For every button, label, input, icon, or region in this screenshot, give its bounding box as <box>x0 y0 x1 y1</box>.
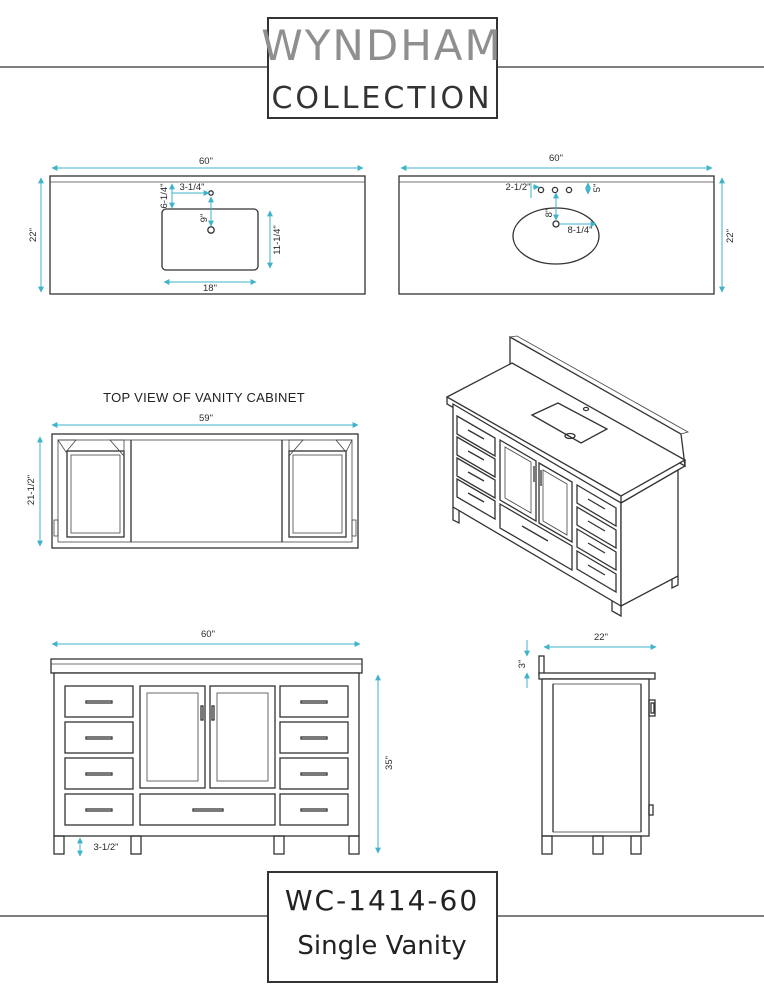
dim-front-width: 60" <box>201 629 215 640</box>
caption-top-view: TOP VIEW OF VANITY CABINET <box>103 390 305 405</box>
dim-faucet-setback: 5" <box>592 184 603 193</box>
dim-rect-sink-depth: 11-1/4" <box>272 225 283 255</box>
brand-line2: COLLECTION <box>271 81 492 116</box>
model-subtitle: Single Vanity <box>297 931 466 961</box>
brand-logo: WYNDHAM COLLECTION <box>0 17 764 119</box>
dim-top-oval-width: 60" <box>549 153 563 164</box>
dim-side-top-thickness: 3" <box>517 660 528 669</box>
dim-oval-drain: 8" <box>544 209 555 218</box>
front-view: 60" 35" 3-1/2" <box>50 629 395 857</box>
dim-rect-sink-drain: 9" <box>199 214 210 223</box>
dim-rect-sink-offset-side: 3-1/4" <box>179 182 204 193</box>
brand-line1: WYNDHAM <box>261 21 503 70</box>
top-view-rect-sink: 60" 22" 18" 11-1/4" 3-1/4" 6-1/4" 9" <box>28 156 366 295</box>
dim-cabinet-width: 59" <box>199 413 213 424</box>
dim-top-oval-depth: 22" <box>725 229 736 243</box>
top-view-oval-sink: 60" 22" 2-1/2" 5" 8" 8-1/4" <box>398 153 736 295</box>
dim-side-depth: 22" <box>594 632 608 643</box>
side-view: 22" 3" <box>517 632 657 855</box>
dim-top-rect-depth: 22" <box>28 228 39 242</box>
model-number: WC-1414-60 <box>285 884 479 917</box>
dim-leg-height: 3-1/2" <box>93 842 118 853</box>
dim-front-height: 35" <box>384 756 395 770</box>
dim-rect-sink-offset-top: 6-1/4" <box>159 183 170 208</box>
dim-oval-radius: 8-1/4" <box>567 225 592 236</box>
dim-faucet-spacing: 2-1/2" <box>505 182 530 193</box>
top-view-cabinet: TOP VIEW OF VANITY CABINET 59" 21-1/2" <box>26 390 359 549</box>
isometric-view <box>445 335 690 618</box>
dim-top-rect-width: 60" <box>199 156 213 167</box>
dim-cabinet-depth: 21-1/2" <box>26 475 37 505</box>
model-label: WC-1414-60 Single Vanity <box>0 871 764 983</box>
dim-rect-sink-width: 18" <box>203 283 217 294</box>
